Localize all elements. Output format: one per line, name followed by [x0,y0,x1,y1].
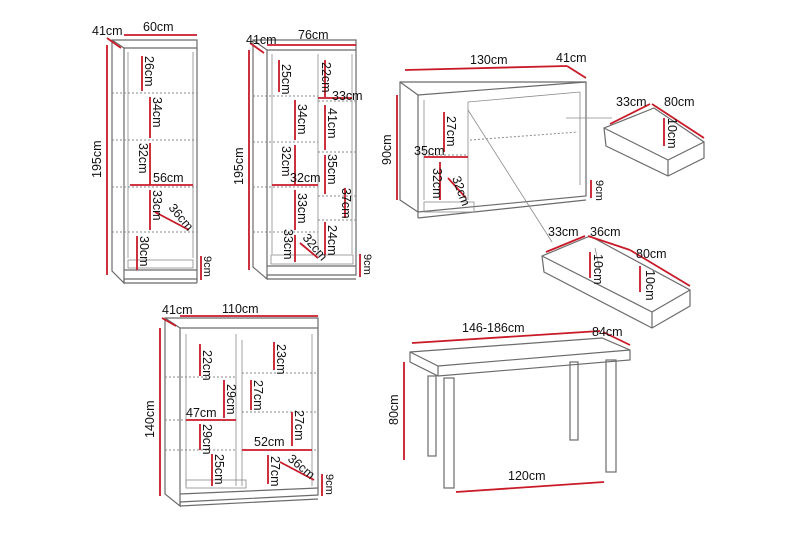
tc2-right-width-label: 33cm [332,89,363,103]
tc2-left4-label: 33cm [295,193,309,224]
dc-right1-label: 23cm [274,344,288,375]
drawer-large-depth-label: 33cm [548,225,579,239]
tc1-width-label: 60cm [143,20,174,34]
tc2-right1-label: 22cm [319,62,333,93]
sideboard-height-label: 90cm [380,134,394,165]
drawer-small-height-label: 10cm [665,118,679,149]
tc2-depth-label: 41cm [246,33,277,47]
tc2-plinth-label: 9cm [361,254,373,275]
tc1-inner-depth-label: 36cm [166,201,196,233]
drawer-large-inner-label: 36cm [590,225,621,239]
tc2-left5-label: 33cm [281,229,295,260]
tc1-shelf3-label: 32cm [136,143,150,174]
sideboard-compartment-width-label: 35cm [414,144,445,158]
dc-plinth-label: 9cm [323,474,335,495]
tc2-width-label: 76cm [298,28,329,42]
tc1-shelf1-label: 26cm [142,56,156,87]
tc1-depth-label: 41cm [92,24,123,38]
dc-width-label: 110cm [222,302,259,316]
dc-left1-label: 22cm [200,350,214,381]
tc2-left1-label: 25cm [279,64,293,95]
tc2-right2-label: 41cm [325,108,339,139]
sideboard-lower-height-label: 32cm [430,168,444,199]
tc1-height-label: 195cm [90,140,104,178]
drawer-large-height1-label: 10cm [591,254,605,285]
tc2-height-label: 195cm [232,147,246,185]
dc-left-width-label: 47cm [186,406,217,420]
sideboard-depth-label: 41cm [556,51,587,65]
table-height-label: 80cm [387,394,401,425]
drawer-small [603,103,705,177]
table-depth-label: 84cm [592,325,623,339]
drawer-large-height2-label: 10cm [643,270,657,301]
table-length-label: 146-186cm [462,321,525,335]
dimension-labels: 41cm 60cm 195cm 26cm 34cm 32cm 56cm 33cm… [90,20,695,495]
tc1-inner-width-label: 56cm [153,171,184,185]
dc-height-label: 140cm [143,400,157,438]
tc1-shelf4-label: 33cm [150,190,164,221]
tc2-left3-label: 32cm [279,146,293,177]
tc2-left2-label: 34cm [295,104,309,135]
tc2-inner-width-label: 32cm [290,171,321,185]
tc2-right3-label: 35cm [325,154,339,185]
tc2-right5-label: 24cm [325,225,339,256]
dc-left4-label: 25cm [212,454,226,485]
dining-table [403,330,631,493]
sideboard-width-label: 130cm [470,53,508,67]
tc1-shelf5-label: 30cm [137,236,151,267]
tall-cabinet-2 [248,39,361,281]
dc-right2-label: 27cm [251,380,265,411]
sideboard [396,65,612,243]
dc-right3-label: 27cm [292,410,306,441]
table-leg-span-label: 120cm [508,469,546,483]
dc-left3-label: 29cm [200,424,214,455]
tc2-right4-label: 37cm [339,188,353,219]
sideboard-plinth-label: 9cm [593,180,605,201]
drawer-large [541,235,691,329]
tall-cabinet-1 [106,34,202,285]
drawer-small-depth-label: 33cm [616,95,647,109]
tc1-shelf2-label: 34cm [150,97,164,128]
display-cabinet [159,315,323,508]
drawer-small-width-label: 80cm [664,95,695,109]
dc-depth-label: 41cm [162,303,193,317]
tc1-plinth-label: 9cm [201,256,213,277]
sideboard-compartment-height-label: 27cm [444,116,458,147]
dc-right-width-label: 52cm [254,435,285,449]
drawer-large-width-label: 80cm [636,247,667,261]
sideboard-lower-depth-label: 32cm [449,174,473,208]
dc-right4-label: 27cm [268,456,282,487]
dc-left2-label: 29cm [224,384,238,415]
